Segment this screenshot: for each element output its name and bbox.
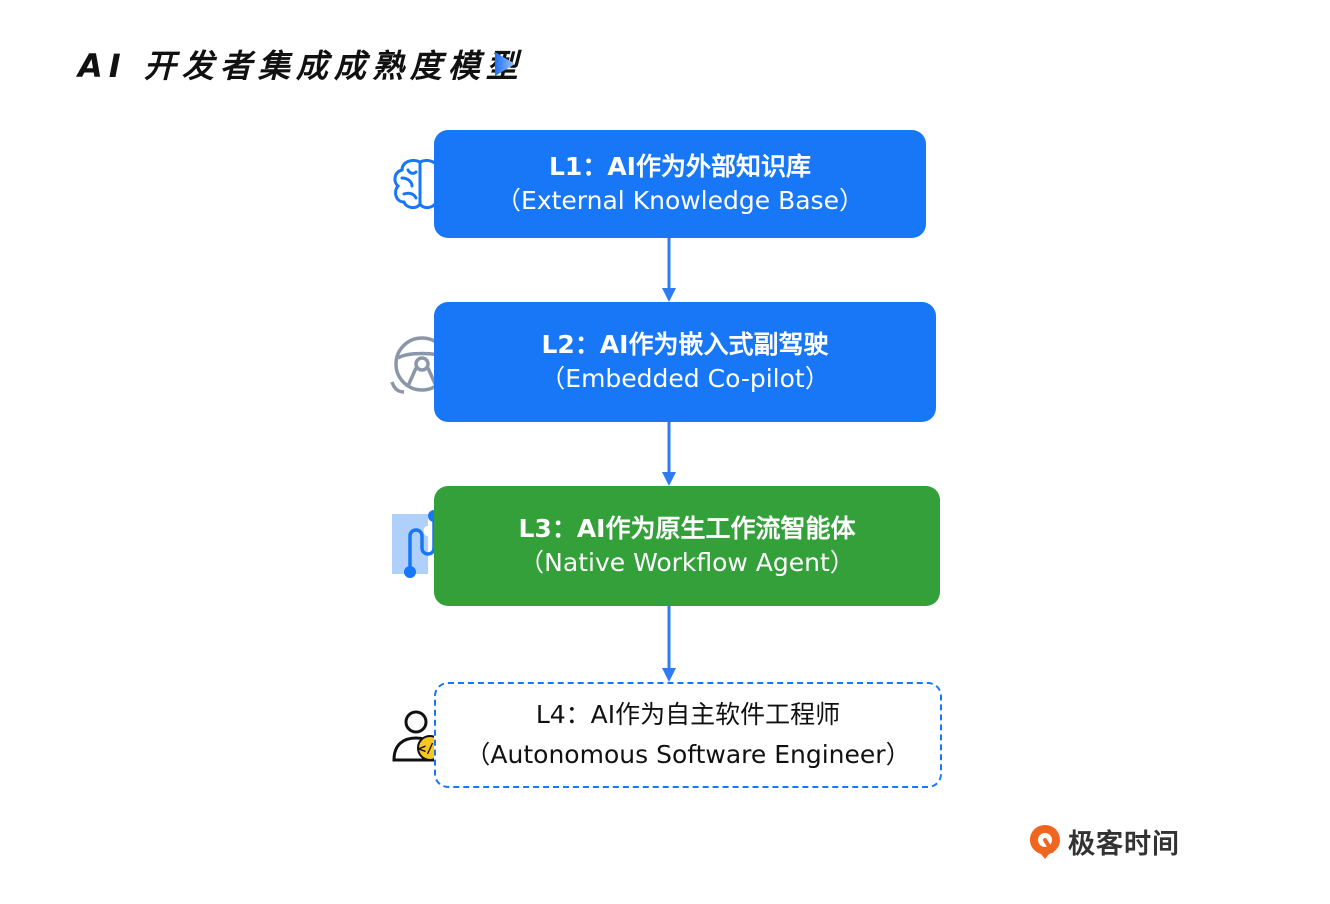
arrowhead-l2-l3 — [662, 472, 676, 486]
level-2-box: L2：AI作为嵌入式副驾驶 （Embedded Co-pilot） — [434, 302, 936, 422]
level-4-subtitle: （Autonomous Software Engineer） — [465, 740, 911, 769]
level-1-subtitle: （External Knowledge Base） — [496, 186, 864, 215]
geektime-logo-icon — [1030, 824, 1060, 859]
level-3-box: L3：AI作为原生工作流智能体 （Native Workflow Agent） — [434, 486, 940, 606]
arrowhead-l3-l4 — [662, 668, 676, 682]
level-3-title: L3：AI作为原生工作流智能体 — [518, 514, 856, 543]
play-triangle-icon — [495, 52, 515, 76]
level-2-title: L2：AI作为嵌入式副驾驶 — [541, 330, 829, 359]
level-2-subtitle: （Embedded Co-pilot） — [540, 364, 830, 393]
level-3-subtitle: （Native Workflow Agent） — [519, 548, 855, 577]
level-1-title: L1：AI作为外部知识库 — [549, 152, 811, 181]
puzzle-workflow-icon — [392, 510, 440, 578]
level-4-box: L4：AI作为自主软件工程师 （Autonomous Software Engi… — [434, 682, 942, 788]
level-4-title: L4：AI作为自主软件工程师 — [535, 700, 841, 729]
page-title: AI 开发者集成成熟度模型 — [78, 47, 524, 85]
level-1-box: L1：AI作为外部知识库 （External Knowledge Base） — [434, 130, 926, 238]
geektime-logo: 极客时间 — [1028, 822, 1180, 861]
arrowhead-l1-l2 — [662, 288, 676, 302]
geektime-logo-text: 极客时间 — [1068, 829, 1180, 860]
